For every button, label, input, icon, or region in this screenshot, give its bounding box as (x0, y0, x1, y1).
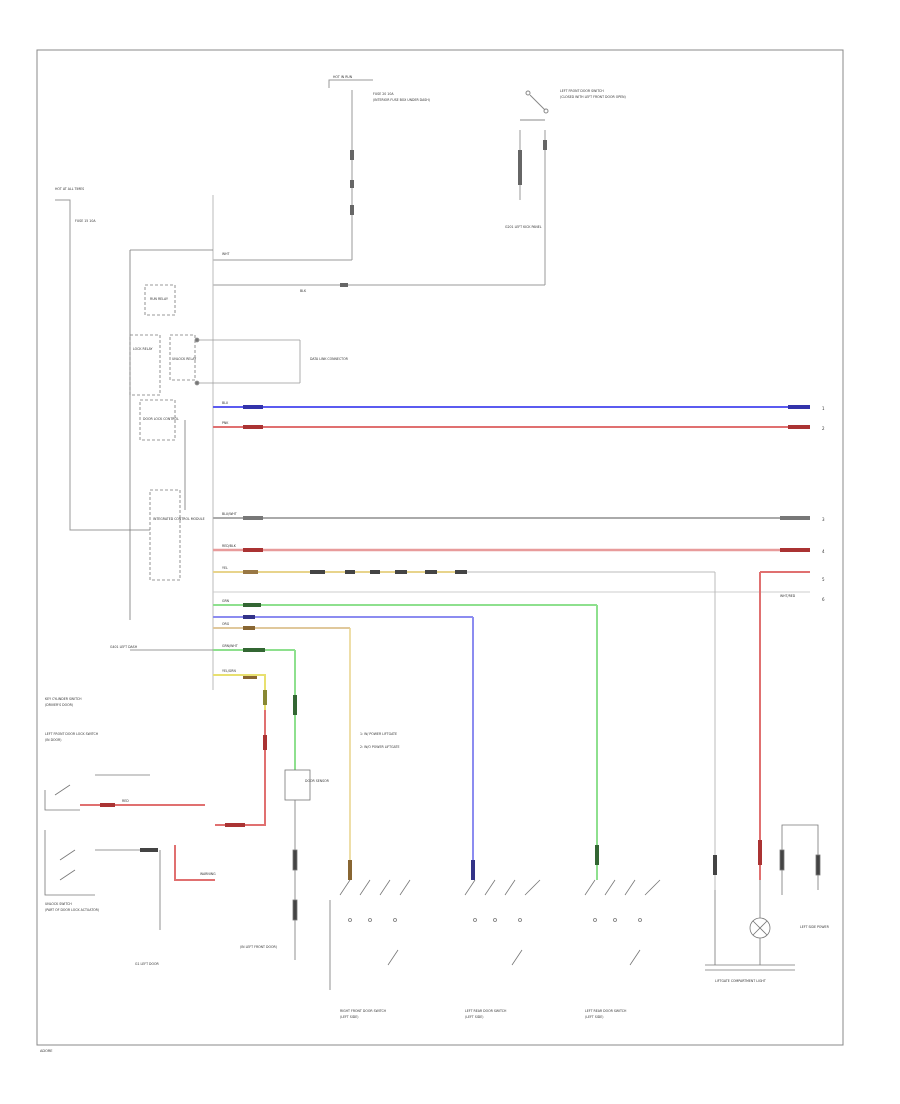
wire-label-blu: BLU (222, 401, 229, 405)
footer-code: ADORE (40, 1049, 53, 1053)
label-fuse-left: FUSE 15 10A (75, 219, 96, 223)
label-actuator-1-note: (LEFT SIDE) (340, 1015, 358, 1019)
label-actuator-3-note: (LEFT SIDE) (585, 1015, 603, 1019)
horizontal-connectors (243, 405, 810, 679)
switch-bank-3 (584, 879, 661, 966)
label-door-switch-note: (CLOSED WITH LEFT FRONT DOOR OPEN) (560, 95, 626, 99)
label-actuator-2: LEFT REAR DOOR SWITCH (465, 1009, 507, 1013)
label-hot-always: HOT AT ALL TIMES (55, 187, 84, 191)
wire-label-wht: WHT (222, 252, 230, 256)
label-lamp-right: LEFT SIDE POWER (800, 925, 830, 929)
label-sensor: DOOR SENSOR (305, 779, 330, 783)
label-run-relay: RUN RELAY (150, 297, 168, 301)
right-arrows: 1 2 3 4 5 6 (822, 406, 825, 602)
legend-2: 2: W/O POWER LIFTGATE (360, 745, 400, 749)
label-unlock-sw: UNLOCK SWITCH (45, 902, 72, 906)
label-module: INTEGRATED CONTROL MODULE (153, 517, 205, 521)
switch-bank-1 (329, 879, 411, 990)
label-left-kc-note: (IN DOOR) (45, 738, 62, 742)
svg-text:4: 4 (822, 549, 825, 554)
label-ground-a: G1 LEFT DOOR (135, 962, 160, 966)
label-fuse-top: FUSE 20 10A (373, 92, 394, 96)
label-actuator-1: RIGHT FRONT DOOR SWITCH (340, 1009, 387, 1013)
wire-label-yel-grn: YEL/GRN (222, 669, 236, 673)
wire-label-blu-wht: BLU/WHT (222, 512, 237, 516)
wire-label-red: RED (122, 799, 129, 803)
wire-label-grn-wht: GRN/WHT (222, 644, 238, 648)
label-left-key-note: (DRIVER'S DOOR) (45, 703, 73, 707)
label-lamp: LIFTGATE COMPARTMENT LIGHT (715, 979, 766, 983)
lamp-assembly (705, 824, 821, 971)
label-left-kc: LEFT FRONT DOOR LOCK SWITCH (45, 732, 99, 736)
wire-label-org: ORG (222, 622, 230, 626)
label-ground-dash: G401 LEFT DASH (110, 645, 138, 649)
label-actuator-2-note: (LEFT SIDE) (465, 1015, 483, 1019)
top-fuse-section (55, 79, 546, 531)
wire-label-pnk: PNK (222, 421, 229, 425)
label-door-lock: DOOR LOCK CONTROL (143, 417, 179, 421)
label-unlock-relay: UNLOCK RELAY (172, 357, 196, 361)
label-ground-kick: G201 LEFT KICK PANEL (505, 225, 542, 229)
wire-label-wht-red: WHT/RED (780, 594, 796, 598)
switch-bank-2 (464, 879, 541, 966)
svg-text:5: 5 (822, 577, 825, 582)
top-connectors (340, 140, 547, 287)
drop-connectors (100, 690, 762, 880)
label-unlock-note: (PART OF DOOR LOCK ACTUATOR) (45, 908, 99, 912)
label-bottom-note: (IN LEFT FRONT DOOR) (240, 945, 277, 949)
legend-1: 1: W/ POWER LIFTGATE (360, 732, 397, 736)
svg-text:2: 2 (822, 426, 825, 431)
vertical-drops (294, 571, 810, 890)
svg-text:1: 1 (822, 406, 825, 411)
door-switch-top (520, 90, 549, 121)
label-hot-run: HOT IN RUN (333, 75, 353, 79)
module-components (129, 249, 213, 620)
left-switch-wires (80, 674, 266, 881)
wire-label-blk: BLK (300, 289, 307, 293)
horizontal-wires (213, 406, 810, 651)
svg-text:6: 6 (822, 597, 825, 602)
diagram-frame (36, 49, 844, 1046)
left-devices (44, 649, 311, 960)
wire-label-grn: GRN (222, 599, 230, 603)
wire-label-yel: YEL (222, 566, 228, 570)
svg-text:3: 3 (822, 517, 825, 522)
label-fuse-note: (INTERIOR FUSE BOX UNDER DASH) (373, 98, 430, 102)
label-lock-relay: LOCK RELAY (133, 347, 153, 351)
label-left-key: KEY CYLINDER SWITCH (45, 697, 82, 701)
relay-loop (194, 337, 301, 386)
diagram-labels: HOT IN RUN FUSE 20 10A (INTERIOR FUSE BO… (45, 75, 830, 1019)
label-warning: WARNING (200, 872, 216, 876)
wire-label-red-blk: RED/BLK (222, 544, 237, 548)
label-door-switch: LEFT FRONT DOOR SWITCH (560, 89, 604, 93)
wire-color-labels: WHT BLU PNK BLU/WHT RED/BLK YEL GRN ORG … (122, 252, 796, 803)
label-actuator-3: LEFT REAR DOOR SWITCH (585, 1009, 627, 1013)
label-connector: DATA LINK CONNECTOR (310, 357, 349, 361)
